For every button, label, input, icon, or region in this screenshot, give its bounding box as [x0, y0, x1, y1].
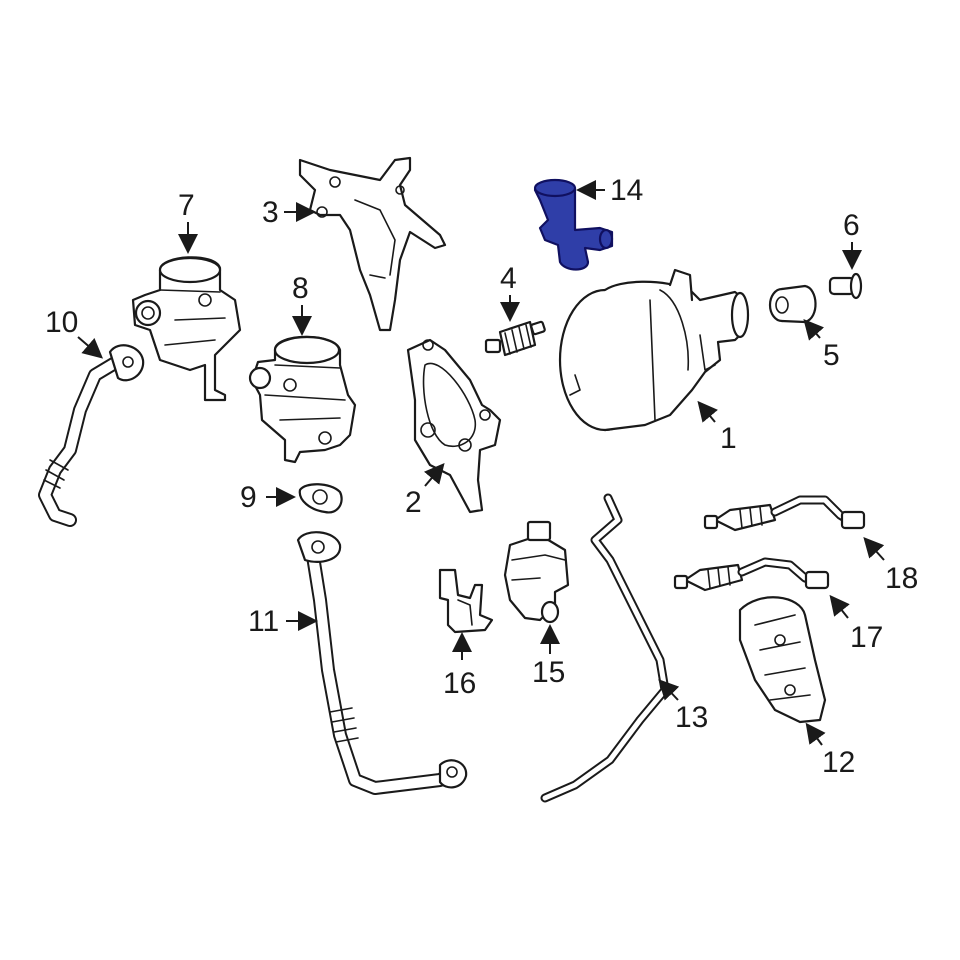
- callout-2: 2: [405, 486, 422, 519]
- part-18-sensor[interactable]: [703, 495, 866, 532]
- callout-11: 11: [248, 605, 279, 638]
- callout-6: 6: [843, 209, 860, 242]
- callout-14: 14: [610, 174, 643, 207]
- callout-13: 13: [675, 701, 708, 734]
- callout-18: 18: [885, 562, 918, 595]
- callout-5: 5: [823, 339, 840, 372]
- callout-1: 1: [720, 422, 737, 455]
- callout-8: 8: [292, 272, 309, 305]
- part-13-pipe[interactable]: [540, 493, 670, 803]
- callout-3: 3: [262, 196, 279, 229]
- callout-labels: 1 2 3 4 5 6 7 8 9 10 11 12 13 14 15 16 1…: [45, 174, 918, 779]
- part-15-solenoid[interactable]: [503, 520, 570, 624]
- part-2-plate[interactable]: [406, 338, 502, 514]
- part-7-valve[interactable]: [131, 256, 242, 402]
- part-16-clip[interactable]: [438, 568, 494, 634]
- part-12-heat-shield[interactable]: [738, 596, 827, 724]
- callout-4: 4: [500, 262, 517, 295]
- callout-10: 10: [45, 306, 78, 339]
- part-11-tube[interactable]: [296, 531, 468, 795]
- part-5-bushing[interactable]: [768, 284, 817, 324]
- callout-12: 12: [822, 746, 855, 779]
- callout-9: 9: [240, 481, 257, 514]
- part-17-sensor[interactable]: [673, 557, 830, 592]
- part-8-valve[interactable]: [248, 335, 357, 464]
- callout-15: 15: [532, 656, 565, 689]
- part-3-bracket[interactable]: [298, 156, 447, 332]
- part-14-valve[interactable]: [533, 178, 614, 271]
- part-9-gasket[interactable]: [298, 483, 343, 514]
- callout-16: 16: [443, 667, 476, 700]
- part-1-air-pump[interactable]: [558, 268, 750, 432]
- callout-7: 7: [178, 189, 195, 222]
- part-6-bolt[interactable]: [828, 272, 863, 300]
- part-10-tube[interactable]: [38, 344, 145, 527]
- leader-lines: [77, 180, 885, 746]
- part-4-spring[interactable]: [484, 320, 546, 357]
- callout-17: 17: [850, 621, 883, 654]
